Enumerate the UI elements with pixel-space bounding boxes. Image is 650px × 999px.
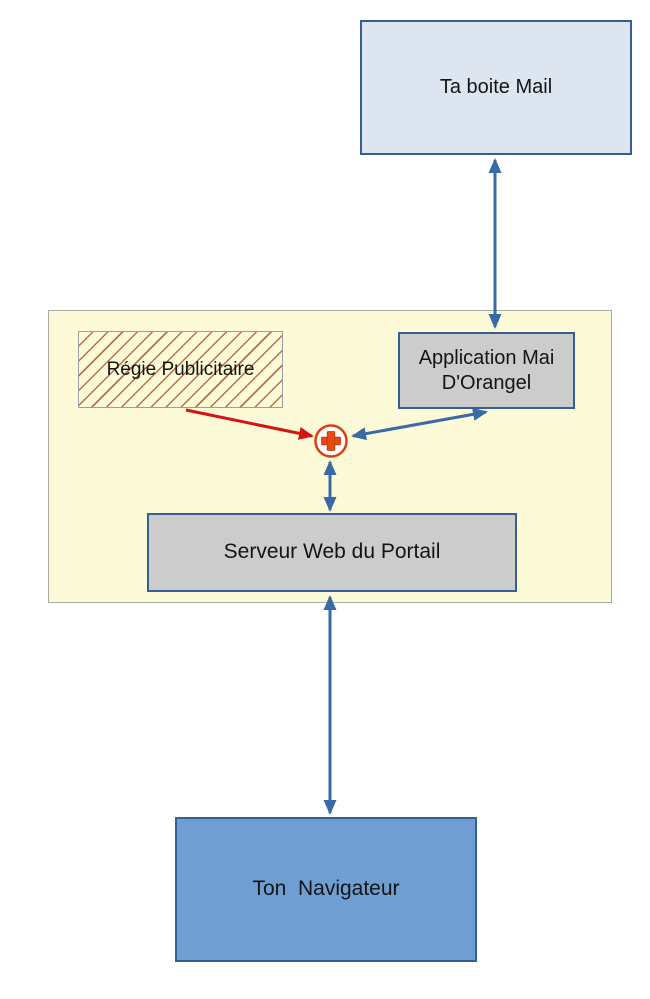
node-serveur-web-portail-label: Serveur Web du Portail	[223, 540, 441, 564]
node-ton-navigateur: Ton Navigateur	[175, 817, 477, 962]
node-regie-publicitaire: Régie Publicitaire	[78, 331, 283, 408]
node-ton-navigateur-label: Ton Navigateur	[252, 877, 400, 901]
node-application-orangel: Application Mai D'Orangel	[398, 332, 575, 409]
node-ta-boite-mail-label: Ta boite Mail	[439, 76, 553, 98]
node-application-orangel-label: Application Mai D'Orangel	[418, 346, 555, 394]
node-ta-boite-mail: Ta boite Mail	[360, 20, 632, 155]
node-regie-publicitaire-label: Régie Publicitaire	[106, 358, 255, 380]
node-serveur-web-portail: Serveur Web du Portail	[147, 513, 517, 592]
